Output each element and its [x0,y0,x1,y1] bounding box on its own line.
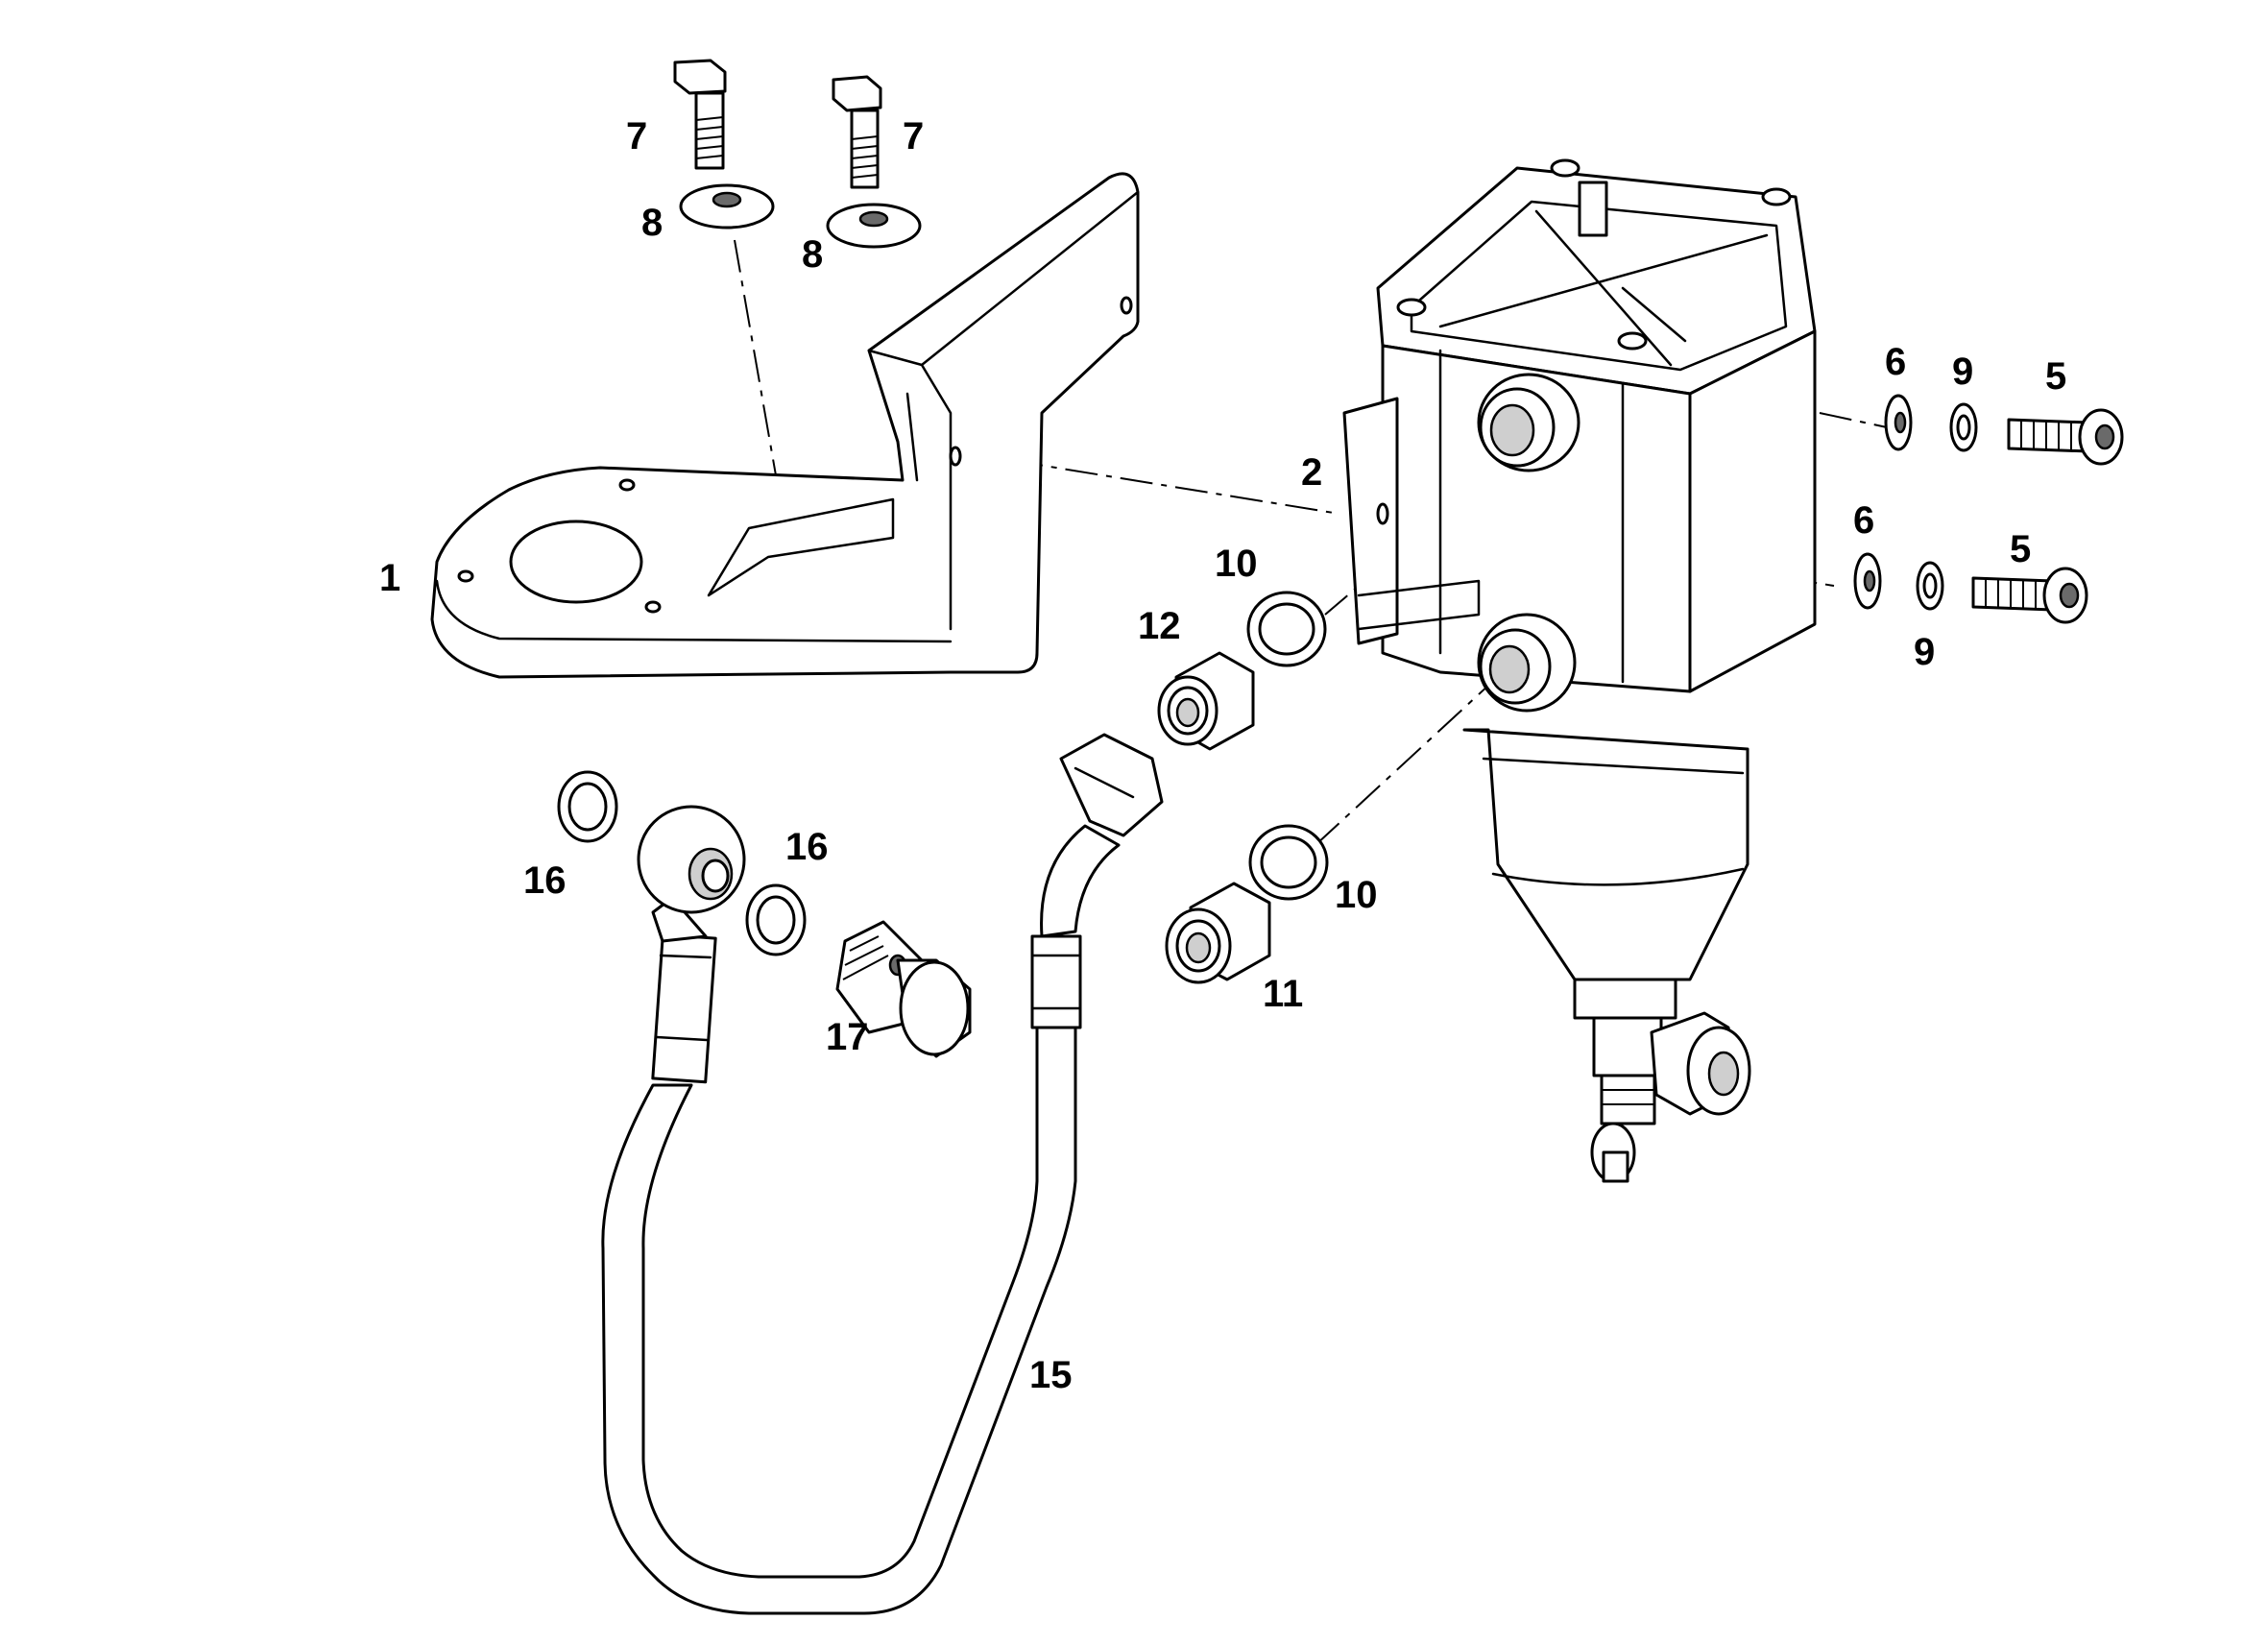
hex-bolt-left [673,59,727,170]
label-banjo-bolt: 17 [826,1016,869,1058]
socket-screw-lower [1971,567,2088,624]
mounting-bracket [430,172,1140,679]
label-bracket: 1 [379,557,400,599]
label-washer9-upper: 9 [1952,351,1973,393]
hex-bolt-right [832,75,882,189]
washer-right [826,203,922,249]
label-filter-assembly: 2 [1301,451,1322,494]
label-seal10-upper: 10 [1215,543,1258,585]
seal-16-right [745,883,807,956]
banjo-bolt [835,920,972,1058]
seal-10-lower [1248,824,1329,901]
washer-left [679,183,775,230]
label-bolt-left: 7 [626,115,647,157]
callout-labels: 1 2 5 5 6 6 7 7 8 8 9 9 10 10 11 12 15 1… [379,115,2066,1396]
union-11 [1165,882,1271,984]
label-seal10-lower: 10 [1335,874,1378,916]
socket-screw-upper [2007,408,2124,466]
label-screw-upper: 5 [2045,355,2066,398]
label-seal16-left: 16 [523,859,567,902]
label-washer8-left: 8 [641,202,663,244]
union-12 [1157,651,1255,751]
label-screw-lower: 5 [2010,528,2031,570]
seal-16-left [557,770,618,843]
label-union11: 11 [1263,973,1303,1015]
label-seal16-right: 16 [785,826,829,868]
label-washer9-lower: 9 [1914,631,1935,673]
washer-9-upper [1949,402,1978,452]
washer-6-lower [1853,552,1882,610]
fuel-hose [601,733,1164,1615]
washer-9-lower [1916,561,1944,611]
label-washer6-lower: 6 [1853,499,1874,542]
label-hose: 15 [1029,1354,1073,1396]
label-washer6-upper: 6 [1885,341,1906,383]
seal-10-upper [1246,591,1327,667]
filter-assembly [1342,158,1817,1183]
washer-6-upper [1884,394,1913,451]
label-bolt-right: 7 [903,115,924,157]
label-union12: 12 [1138,605,1181,647]
label-washer8-right: 8 [802,233,823,276]
